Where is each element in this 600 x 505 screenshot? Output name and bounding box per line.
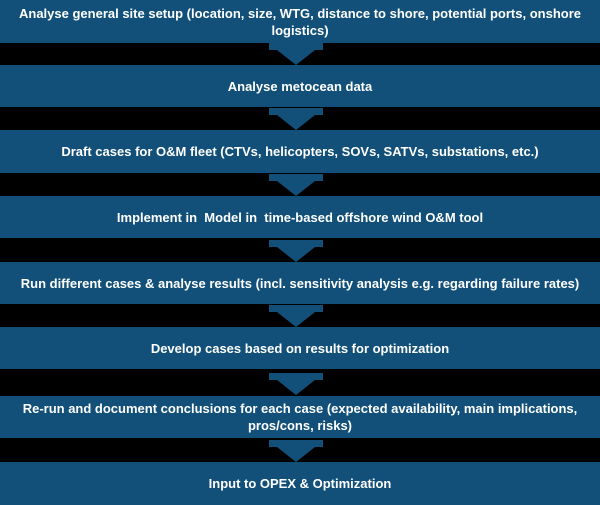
step-4-label: Implement in Model in time-based offshor… <box>116 209 484 225</box>
step-8-box: Input to OPEX & Optimization <box>0 462 600 505</box>
down-arrow-icon <box>269 373 323 395</box>
step-2-box: Analyse metocean data <box>0 65 600 107</box>
step-1-label: Analyse general site setup (location, si… <box>19 5 585 38</box>
step-6-box: Develop cases based on results for optim… <box>0 327 600 369</box>
down-arrow-icon <box>269 108 323 130</box>
step-2-label: Analyse metocean data <box>227 78 373 94</box>
step-8-label: Input to OPEX & Optimization <box>208 476 392 491</box>
step-3-label: Draft cases for O&M fleet (CTVs, helicop… <box>61 144 539 159</box>
down-arrow-icon <box>269 240 323 262</box>
down-arrow-icon <box>269 305 323 327</box>
down-arrow-icon <box>269 440 323 462</box>
step-4-box: Implement in Model in time-based offshor… <box>0 196 600 238</box>
down-arrow-icon <box>269 43 323 65</box>
down-arrow-icon <box>269 174 323 196</box>
step-1-box: Analyse general site setup (location, si… <box>0 0 600 43</box>
step-7-label: Re-run and document conclusions for each… <box>22 401 581 433</box>
step-5-box: Run different cases & analyse results (i… <box>0 262 600 304</box>
step-7-box: Re-run and document conclusions for each… <box>0 396 600 438</box>
step-6-label: Develop cases based on results for optim… <box>150 340 450 356</box>
step-3-box: Draft cases for O&M fleet (CTVs, helicop… <box>0 130 600 173</box>
step-5-label: Run different cases & analyse results (i… <box>20 275 580 291</box>
